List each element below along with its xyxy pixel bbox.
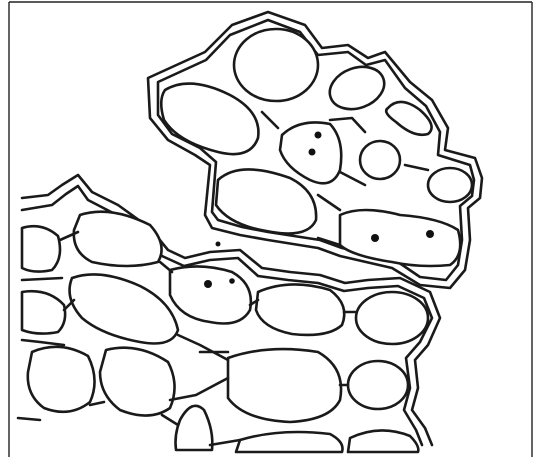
cell-lower-left-large: [70, 274, 178, 343]
cell-lower-right: [356, 292, 428, 344]
cell-right-small: [428, 168, 472, 202]
nucleus-dot: [309, 149, 316, 156]
cell-nucleated-lower: [170, 266, 251, 323]
cell-upper-right-small: [324, 60, 390, 117]
cell-left-edge-upper: [22, 226, 60, 271]
nucleus-dot: [371, 234, 379, 242]
cell-bottom-left: [28, 347, 95, 412]
cell-bottom-left-center: [100, 348, 175, 416]
nucleus-dot: [204, 280, 212, 288]
cell-left-edge-middle: [22, 291, 65, 333]
cell-bottom-center-large: [228, 349, 341, 422]
cell-lower-left-top: [74, 212, 162, 266]
cell-bottom-narrow: [176, 406, 213, 450]
cell-top: [234, 29, 318, 101]
cell-bottom-right: [348, 361, 408, 409]
cell-bottom-right-edge: [348, 430, 418, 452]
nucleus-dot: [426, 230, 434, 238]
cell-elongated-right: [386, 102, 431, 135]
nucleus-dot: [216, 242, 221, 247]
cell-lower-middle: [256, 284, 344, 334]
cell-bottom-edge: [236, 432, 343, 452]
cell-binucleate-right: [340, 210, 460, 266]
cell-round-center: [360, 141, 400, 179]
nucleus-dot: [315, 132, 322, 139]
nucleus-dot: [229, 278, 235, 284]
